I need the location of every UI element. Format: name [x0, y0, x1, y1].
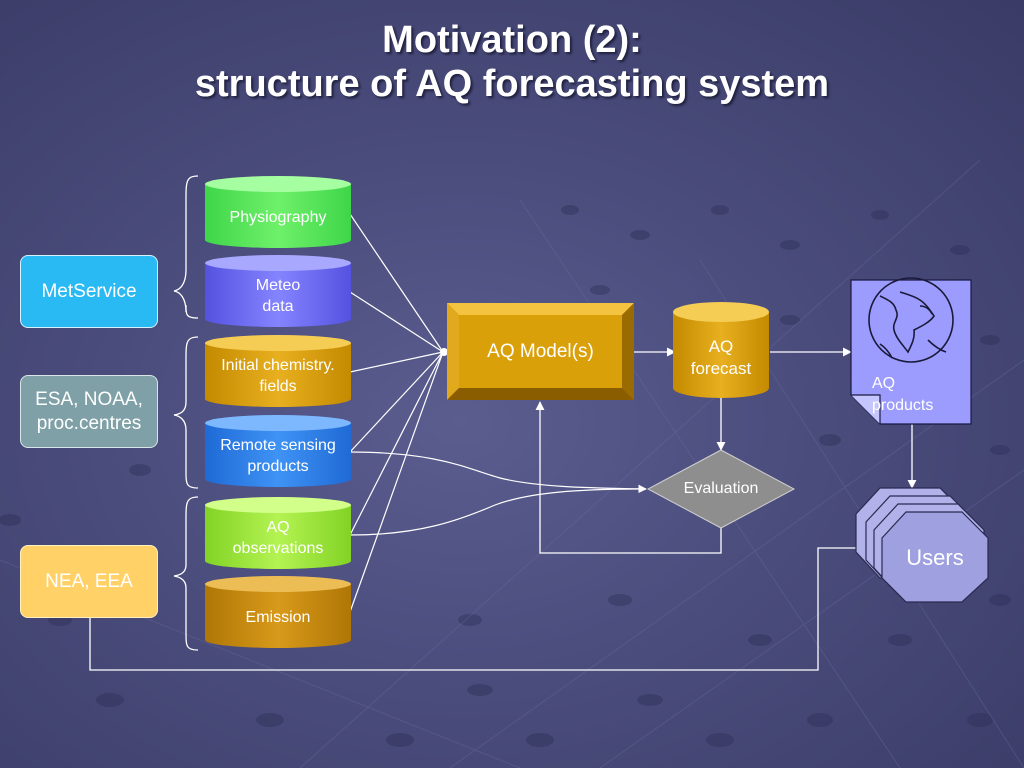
- provider-esa-noaa: ESA, NOAA, proc.centres: [20, 375, 158, 448]
- cylinder-emission: [205, 576, 351, 648]
- cylinder-initial-chemistry: [205, 335, 351, 407]
- evaluation-label: Evaluation: [683, 480, 759, 497]
- label-remote-sensing: Remote sensing products: [220, 437, 336, 475]
- title-line-2: structure of AQ forecasting system: [194, 63, 830, 105]
- junction-dot: [440, 348, 448, 356]
- brace-metservice: [173, 175, 199, 319]
- aq-products-document: [850, 277, 972, 425]
- title-line-1: Motivation (2):: [382, 19, 642, 61]
- cylinder-aq-observations: [205, 497, 351, 569]
- users-label: Users: [906, 545, 964, 570]
- brace-nea: [173, 496, 199, 651]
- globe-icon: [868, 277, 954, 363]
- connector-nea-users: [89, 547, 866, 671]
- evaluation-diamond: [646, 449, 796, 529]
- cylinder-physiography: [205, 176, 351, 248]
- provider-esa-line-2: proc.centres: [36, 412, 142, 434]
- aq-model-box: [447, 303, 634, 400]
- label-physiography: Physiography: [229, 208, 327, 226]
- connector-remote-evaluation: [349, 451, 647, 494]
- slide-title: Motivation (2): structure of AQ forecast…: [0, 18, 1024, 106]
- provider-esa-line-1: ESA, NOAA,: [35, 388, 143, 410]
- aq-products-label: AQ products: [872, 375, 934, 414]
- brace-group: [173, 175, 199, 651]
- cylinder-aq-forecast: [673, 302, 769, 398]
- cylinder-meteo: [205, 255, 351, 327]
- label-emission: Emission: [245, 608, 311, 626]
- provider-nea-label: NEA, EEA: [45, 570, 133, 592]
- provider-nea-eea: NEA, EEA: [20, 545, 158, 618]
- connector-observations-evaluation: [349, 488, 647, 536]
- label-initial-chemistry: Initial chemistry. fields: [221, 357, 335, 395]
- provider-metservice-label: MetService: [41, 280, 137, 302]
- brace-esa: [173, 336, 199, 489]
- users-stack: [855, 487, 989, 603]
- label-meteo-data: Meteo data: [255, 277, 301, 315]
- input-lines: [349, 213, 444, 613]
- label-aq-observations: AQ observations: [232, 519, 324, 557]
- aq-model-label: AQ Model(s): [487, 340, 594, 362]
- cylinder-remote-sensing: [205, 415, 351, 487]
- provider-metservice: MetService: [20, 255, 158, 328]
- aq-forecast-label: AQ forecast: [690, 337, 752, 378]
- connector-evaluation-model: [535, 401, 722, 554]
